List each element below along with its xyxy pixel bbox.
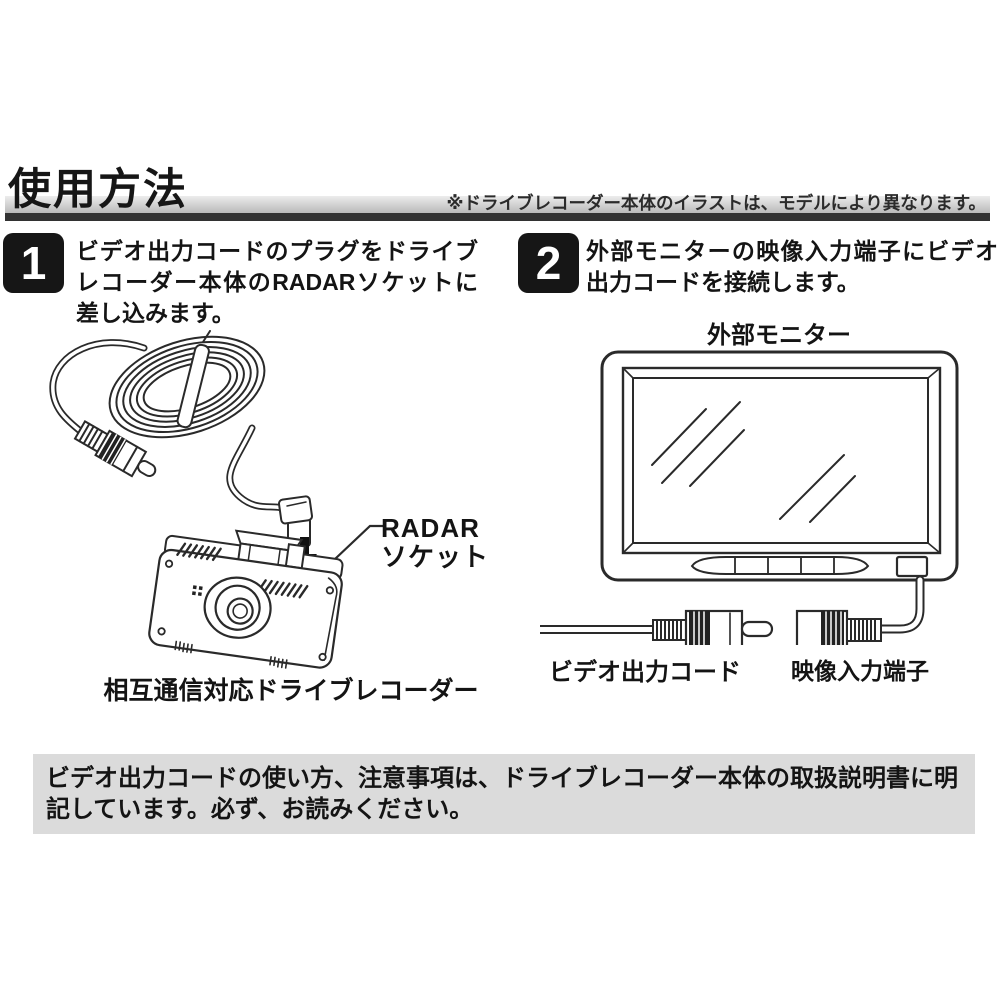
camera-lens-icon [203, 576, 272, 639]
video-output-cord-label: ビデオ出力コード [549, 659, 741, 686]
cable-tie [176, 343, 210, 429]
step-1-badge: 1 [3, 233, 64, 293]
cable-coil [108, 330, 266, 439]
footer-note-text: ビデオ出力コードの使い方、注意事項は、ドライブレコーダー本体の取扱説明書に明記し… [46, 765, 958, 823]
page-title: 使用方法 [8, 166, 188, 214]
step-2-number: 2 [535, 237, 562, 289]
step-1-text: ビデオ出力コードのプラグをドライブレコーダー本体のRADARソケットに差し込みま… [76, 238, 478, 326]
radar-socket-label-line1: RADAR [381, 513, 480, 543]
step-2-text: 外部モニターの映像入力端子にビデオ出力コードを接続します。 [586, 238, 998, 295]
header-gradient-bar [5, 196, 990, 213]
video-input-terminal-icon [795, 609, 882, 645]
radar-socket-label-line2: ソケット [381, 542, 490, 572]
rca-plug-icon [73, 419, 157, 478]
monitor-switch [895, 555, 929, 578]
monitor-buttons [690, 556, 870, 575]
radar-socket-label: RADAR ソケット [381, 514, 489, 572]
cable-to-l-plug [226, 424, 291, 517]
recorder-caption: 相互通信対応ドライブレコーダー [103, 677, 479, 705]
screw-dots [157, 559, 335, 662]
figure-monitor-connection [540, 345, 960, 645]
speaker-dots [191, 585, 203, 597]
bottom-ticks [174, 640, 288, 669]
monitor-title-label: 外部モニター [707, 322, 851, 349]
external-monitor-icon [600, 350, 959, 582]
figure-recorder-connection [40, 330, 480, 710]
video-input-terminal-label: 映像入力端子 [791, 658, 929, 684]
vent-hatch-right [256, 579, 309, 599]
drive-recorder-icon [148, 529, 344, 669]
vent-hatch-left [176, 542, 222, 562]
recorder-illustration [49, 330, 386, 669]
monitor-illustration [540, 350, 959, 645]
step-1-number: 1 [20, 237, 47, 289]
footer-note-box: ビデオ出力コードの使い方、注意事項は、ドライブレコーダー本体の取扱説明書に明記し… [33, 754, 975, 834]
video-output-cord-icon [540, 609, 774, 645]
header-note: ※ドライブレコーダー本体のイラストは、モデルにより異なります。 [446, 193, 986, 213]
step-2-badge: 2 [518, 233, 579, 293]
header-dark-rule [5, 213, 990, 221]
screen-reflection-lines [651, 401, 856, 523]
